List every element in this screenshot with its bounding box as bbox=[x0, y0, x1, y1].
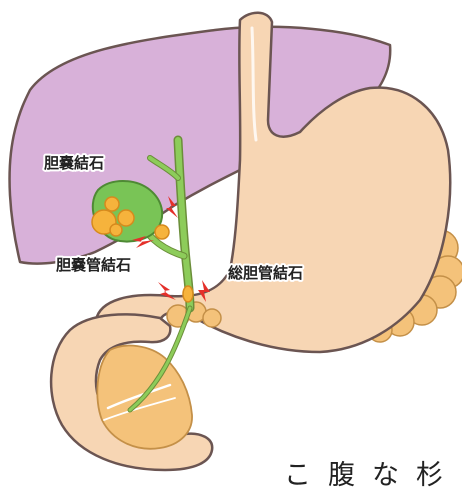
common-bile-duct-stone bbox=[183, 286, 193, 302]
cut-text-col-1: こ bbox=[284, 460, 311, 491]
label-gallbladder-stones: 胆嚢結石 bbox=[44, 154, 104, 172]
label-cystic-duct-stones: 胆嚢管結石 bbox=[56, 256, 131, 274]
cut-text-col-3: な bbox=[372, 460, 399, 491]
label-common-bile-duct-stones: 総胆管結石 bbox=[228, 264, 303, 282]
cystic-duct-stone bbox=[155, 225, 169, 239]
cut-text-col-4: 杉 bbox=[416, 460, 443, 491]
cut-text-col-2: 腹 bbox=[328, 460, 355, 491]
